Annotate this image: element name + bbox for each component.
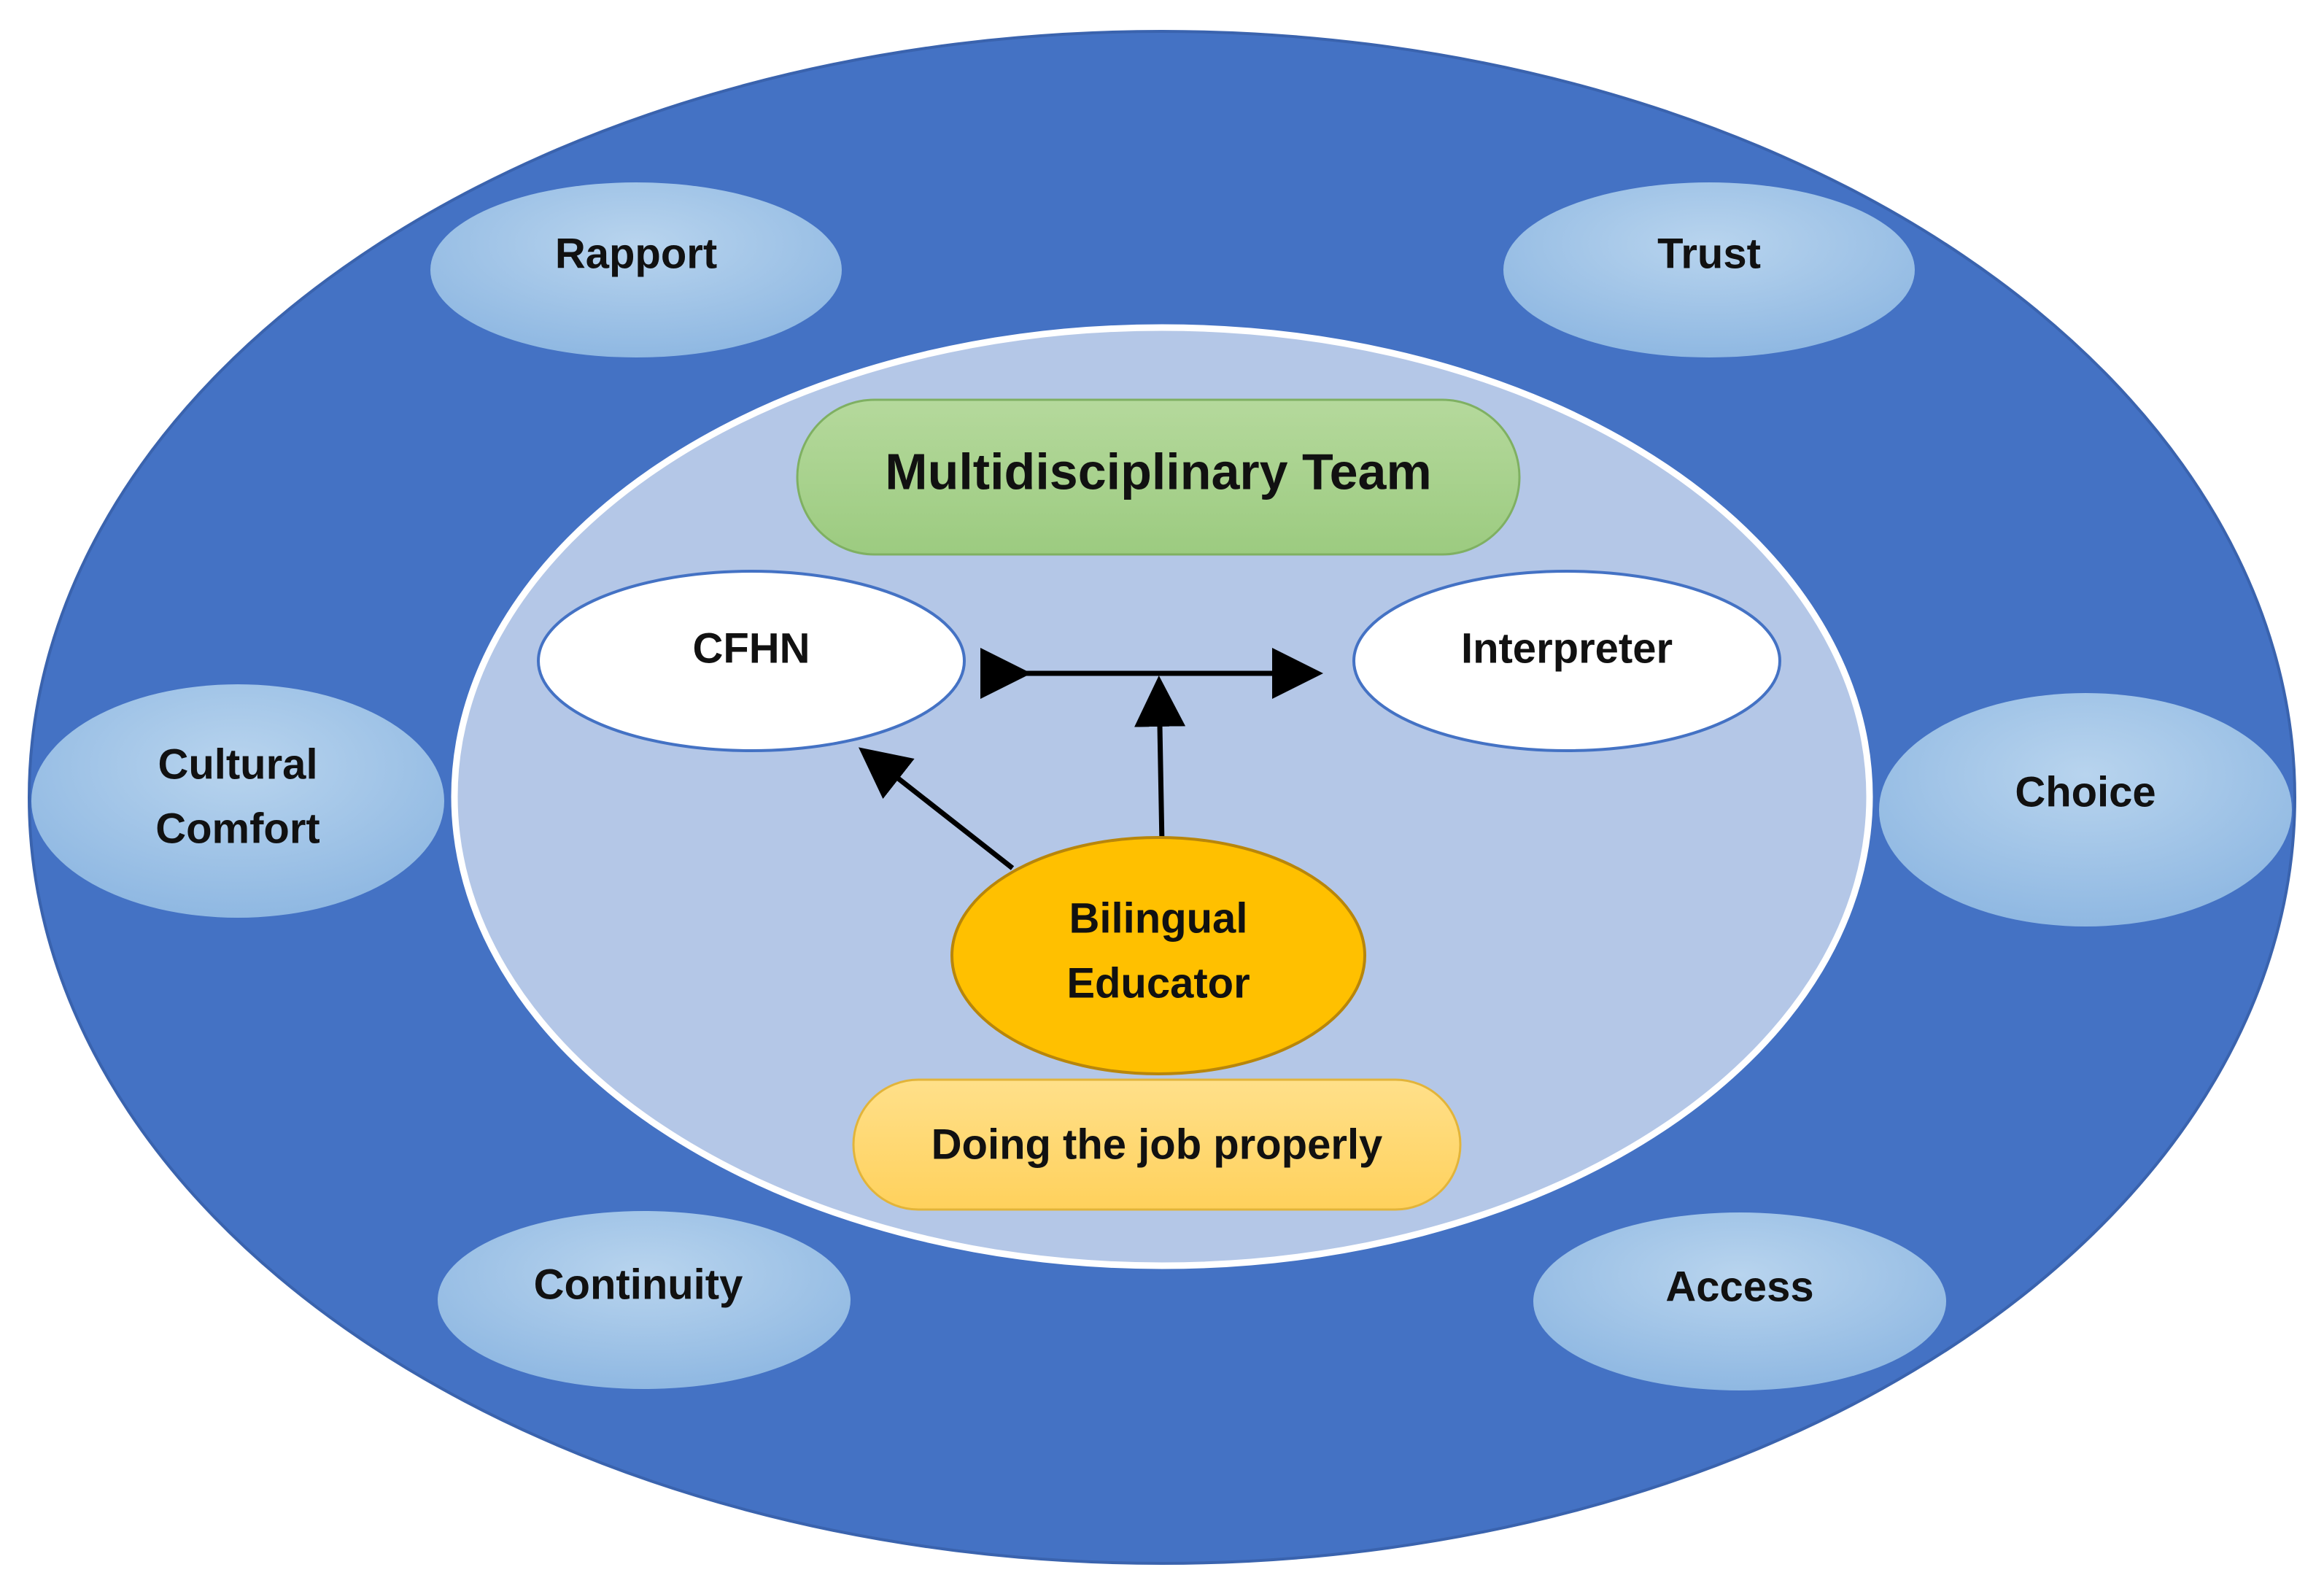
value-bubble-access: Access [1533,1212,1946,1390]
cultural-comfort-label-line2: Comfort [155,805,320,852]
value-bubble-trust: Trust [1503,182,1915,357]
team-title: Multidisciplinary Team [885,443,1431,500]
interpreter-label: Interpreter [1461,624,1673,672]
educator-to-link-arrow [1134,676,1186,846]
bilingual-educator-label-line2: Educator [1066,959,1250,1007]
trust-label: Trust [1657,230,1761,277]
multidisciplinary-team-pill: Multidisciplinary Team [796,398,1521,556]
bilingual-educator-node: Bilingual Educator [950,836,1366,1075]
interpreter-node: Interpreter [1352,570,1781,752]
cfhn-node: CFHN [537,570,966,752]
value-bubble-rapport: Rapport [430,182,842,357]
cultural-comfort-label-line1: Cultural [158,740,317,788]
continuity-label: Continuity [534,1261,743,1308]
rapport-label: Rapport [555,230,717,277]
bilingual-educator-label-line1: Bilingual [1069,894,1248,942]
cfhn-label: CFHN [692,624,810,672]
value-bubble-cultural-comfort: Cultural Comfort [31,684,444,918]
value-bubble-continuity: Continuity [438,1211,851,1389]
access-label: Access [1665,1263,1813,1310]
doing-job-label: Doing the job properly [931,1121,1383,1168]
choice-label: Choice [2015,768,2155,816]
doing-job-properly-pill: Doing the job properly [852,1078,1462,1211]
educator-to-cfhn-arrow [858,747,1015,870]
value-bubble-choice: Choice [1879,693,2292,926]
